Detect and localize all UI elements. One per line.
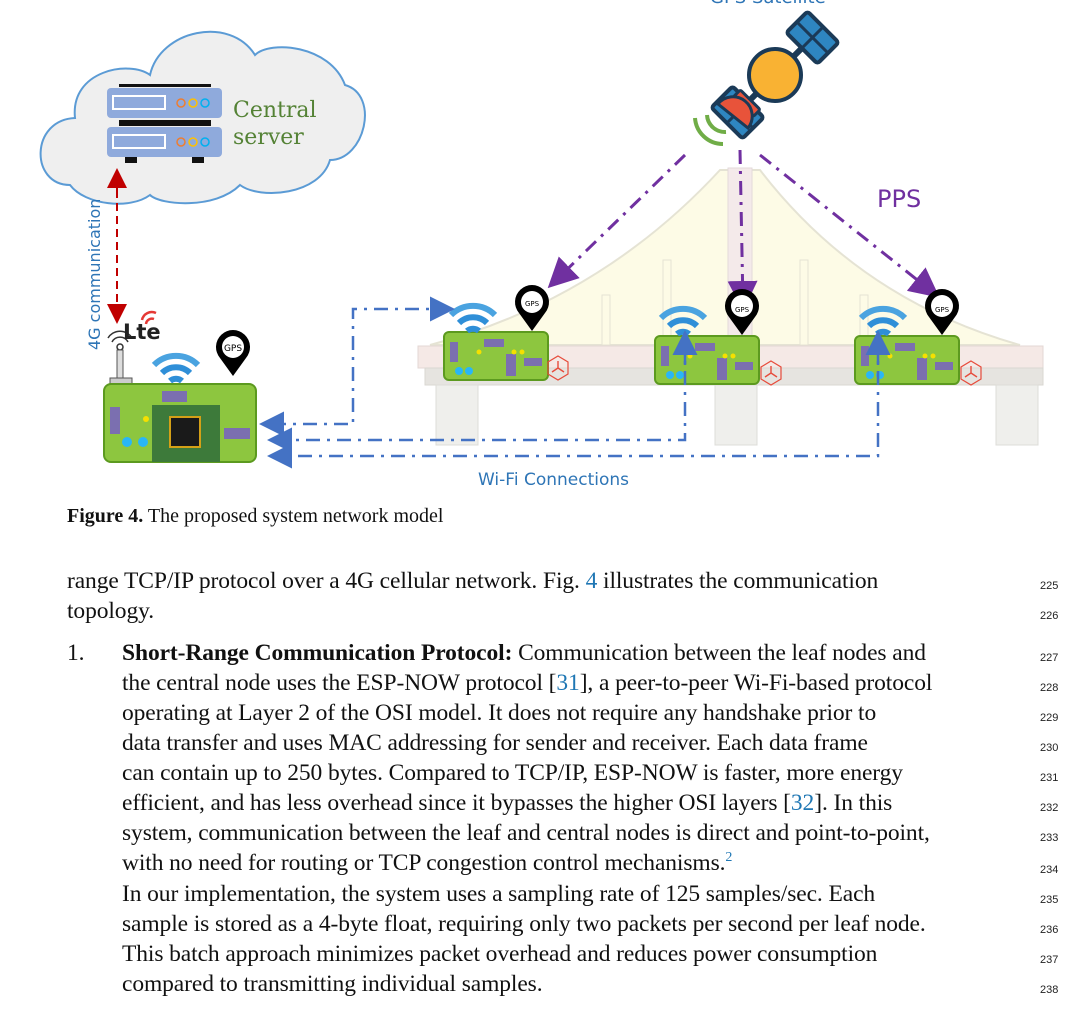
line-number: 234	[1040, 864, 1059, 876]
text-line: can contain up to 250 bytes. Compared to…	[122, 760, 903, 786]
line-number: 233	[1040, 832, 1059, 844]
text-line: with no need for routing or TCP congesti…	[122, 850, 733, 876]
wifi-icon	[154, 356, 198, 381]
footnote-link[interactable]: 2	[725, 850, 733, 866]
wifi-link-node2-to-central	[267, 340, 687, 453]
leaf-node-1: GPS	[443, 285, 569, 381]
satellite-icon	[710, 10, 840, 140]
line-number: 235	[1040, 894, 1059, 906]
line-number: 227	[1040, 652, 1059, 664]
server-icon	[107, 84, 222, 163]
citation-link[interactable]: 31	[556, 670, 580, 696]
line-number: 231	[1040, 772, 1059, 784]
satellite-label: GPS Satellite	[710, 0, 826, 8]
lte-signal-icon	[140, 310, 157, 325]
gps-pin-label: GPS	[525, 300, 540, 308]
leaf-node-3: GPS	[854, 289, 982, 386]
gps-pin-label: GPS	[935, 306, 950, 314]
text-line: This batch approach minimizes packet ove…	[122, 941, 878, 967]
server-label-line2: server	[233, 125, 304, 150]
wifi-link-node1-to-central	[259, 307, 450, 437]
text-line: topology.	[67, 598, 155, 624]
figure-ref-link[interactable]: 4	[585, 568, 598, 594]
line-number: 226	[1040, 610, 1059, 622]
line-number: 225	[1040, 580, 1059, 592]
citation-link[interactable]: 32	[790, 790, 815, 816]
central-node: Lte GPS	[103, 310, 257, 463]
line-number: 228	[1040, 682, 1059, 694]
cellular-link-label: 4G communication	[85, 199, 104, 350]
text-line: sample is stored as a 4-byte float, requ…	[122, 911, 926, 937]
text-line: data transfer and uses MAC addressing fo…	[122, 730, 868, 756]
figure-caption-text: The proposed system network model	[143, 505, 444, 527]
line-number: 238	[1040, 984, 1059, 996]
gps-pin-label: GPS	[224, 344, 242, 354]
list-item-number: 1.	[67, 640, 85, 666]
network-model-figure: Central server 4G communication GPS Sate…	[39, 0, 1044, 490]
text-line: range TCP/IP protocol over a 4G cellular…	[67, 568, 879, 594]
pps-arrow-center	[727, 149, 758, 311]
text-line: the central node uses the ESP-NOW protoc…	[122, 670, 933, 696]
wifi-link-node3-to-central	[267, 340, 880, 469]
pps-arrow-right	[759, 153, 940, 298]
figure-caption-label: Figure 4.	[67, 505, 144, 527]
line-number: 232	[1040, 802, 1059, 814]
line-number: 236	[1040, 924, 1059, 936]
figure-caption: Figure 4. The proposed system network mo…	[67, 505, 443, 528]
text-line: operating at Layer 2 of the OSI model. I…	[122, 700, 877, 726]
text-line: compared to transmitting individual samp…	[122, 971, 543, 997]
leaf-node-2: GPS	[654, 289, 782, 386]
satellite-signal-icon	[693, 114, 727, 147]
server-label-line1: Central	[233, 98, 317, 123]
satellite-dish-icon	[715, 95, 754, 131]
text-line: efficient, and has less overhead since i…	[122, 790, 893, 816]
pps-label: PPS	[877, 185, 921, 213]
wifi-links	[259, 307, 880, 469]
line-number: 237	[1040, 954, 1059, 966]
text-line: In our implementation, the system uses a…	[122, 881, 876, 907]
lte-logo: Lte	[123, 320, 161, 344]
text-line: system, communication between the leaf a…	[122, 820, 930, 846]
pps-links	[547, 149, 940, 311]
line-number: 230	[1040, 742, 1059, 754]
gps-pin-label: GPS	[735, 306, 750, 314]
line-number: 229	[1040, 712, 1059, 724]
antenna-icon	[107, 330, 133, 386]
list-item-title: Short-Range Communication Protocol:	[122, 640, 513, 666]
text-line: Short-Range Communication Protocol: Comm…	[122, 640, 926, 666]
wifi-connections-label: Wi-Fi Connections	[478, 470, 629, 490]
